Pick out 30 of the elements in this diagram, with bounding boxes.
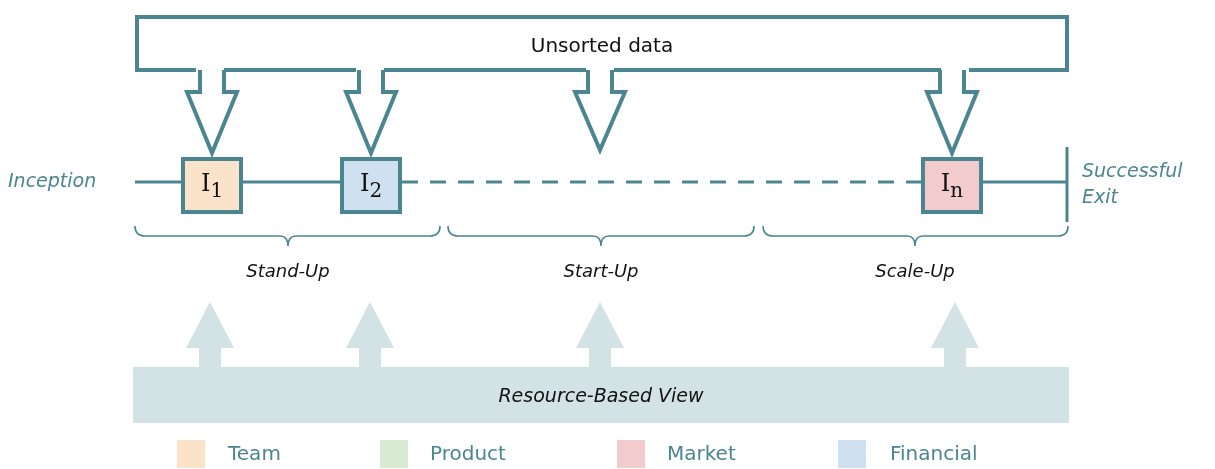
timeline-line bbox=[983, 180, 1067, 184]
hollow-arrow bbox=[924, 68, 980, 159]
hollow-arrow bbox=[571, 68, 629, 156]
stage-label: I$_{1}$ bbox=[200, 169, 224, 202]
stage-box bbox=[921, 157, 983, 214]
stage-label: I$_{n}$ bbox=[940, 169, 964, 202]
block-arrow bbox=[186, 302, 234, 367]
legend-label: Financial bbox=[890, 441, 978, 465]
hollow-arrow bbox=[184, 68, 240, 159]
block-arrow bbox=[346, 302, 394, 367]
legend-label: Product bbox=[430, 441, 506, 465]
phase-label: Stand-Up bbox=[246, 260, 330, 281]
timeline-line bbox=[135, 180, 181, 184]
phase-label: Start-Up bbox=[563, 260, 639, 281]
timeline-line bbox=[402, 180, 921, 184]
band-label: Resource-Based View bbox=[498, 384, 704, 406]
end-label: Successful Exit bbox=[1082, 158, 1184, 209]
legend-label: Market bbox=[667, 441, 736, 465]
stage-box bbox=[340, 157, 402, 214]
start-label: Inception bbox=[8, 169, 97, 191]
block-arrow bbox=[931, 302, 979, 367]
resource-band bbox=[133, 367, 1069, 423]
hollow-arrow bbox=[343, 68, 399, 159]
phase-label: Scale-Up bbox=[875, 260, 955, 281]
block-arrow bbox=[576, 302, 624, 367]
legend-label: Team bbox=[228, 441, 281, 465]
stage-label: I$_{2}$ bbox=[359, 169, 383, 202]
stage-box bbox=[181, 157, 243, 214]
timeline-line bbox=[243, 180, 340, 184]
box-label: Unsorted data bbox=[530, 33, 674, 57]
